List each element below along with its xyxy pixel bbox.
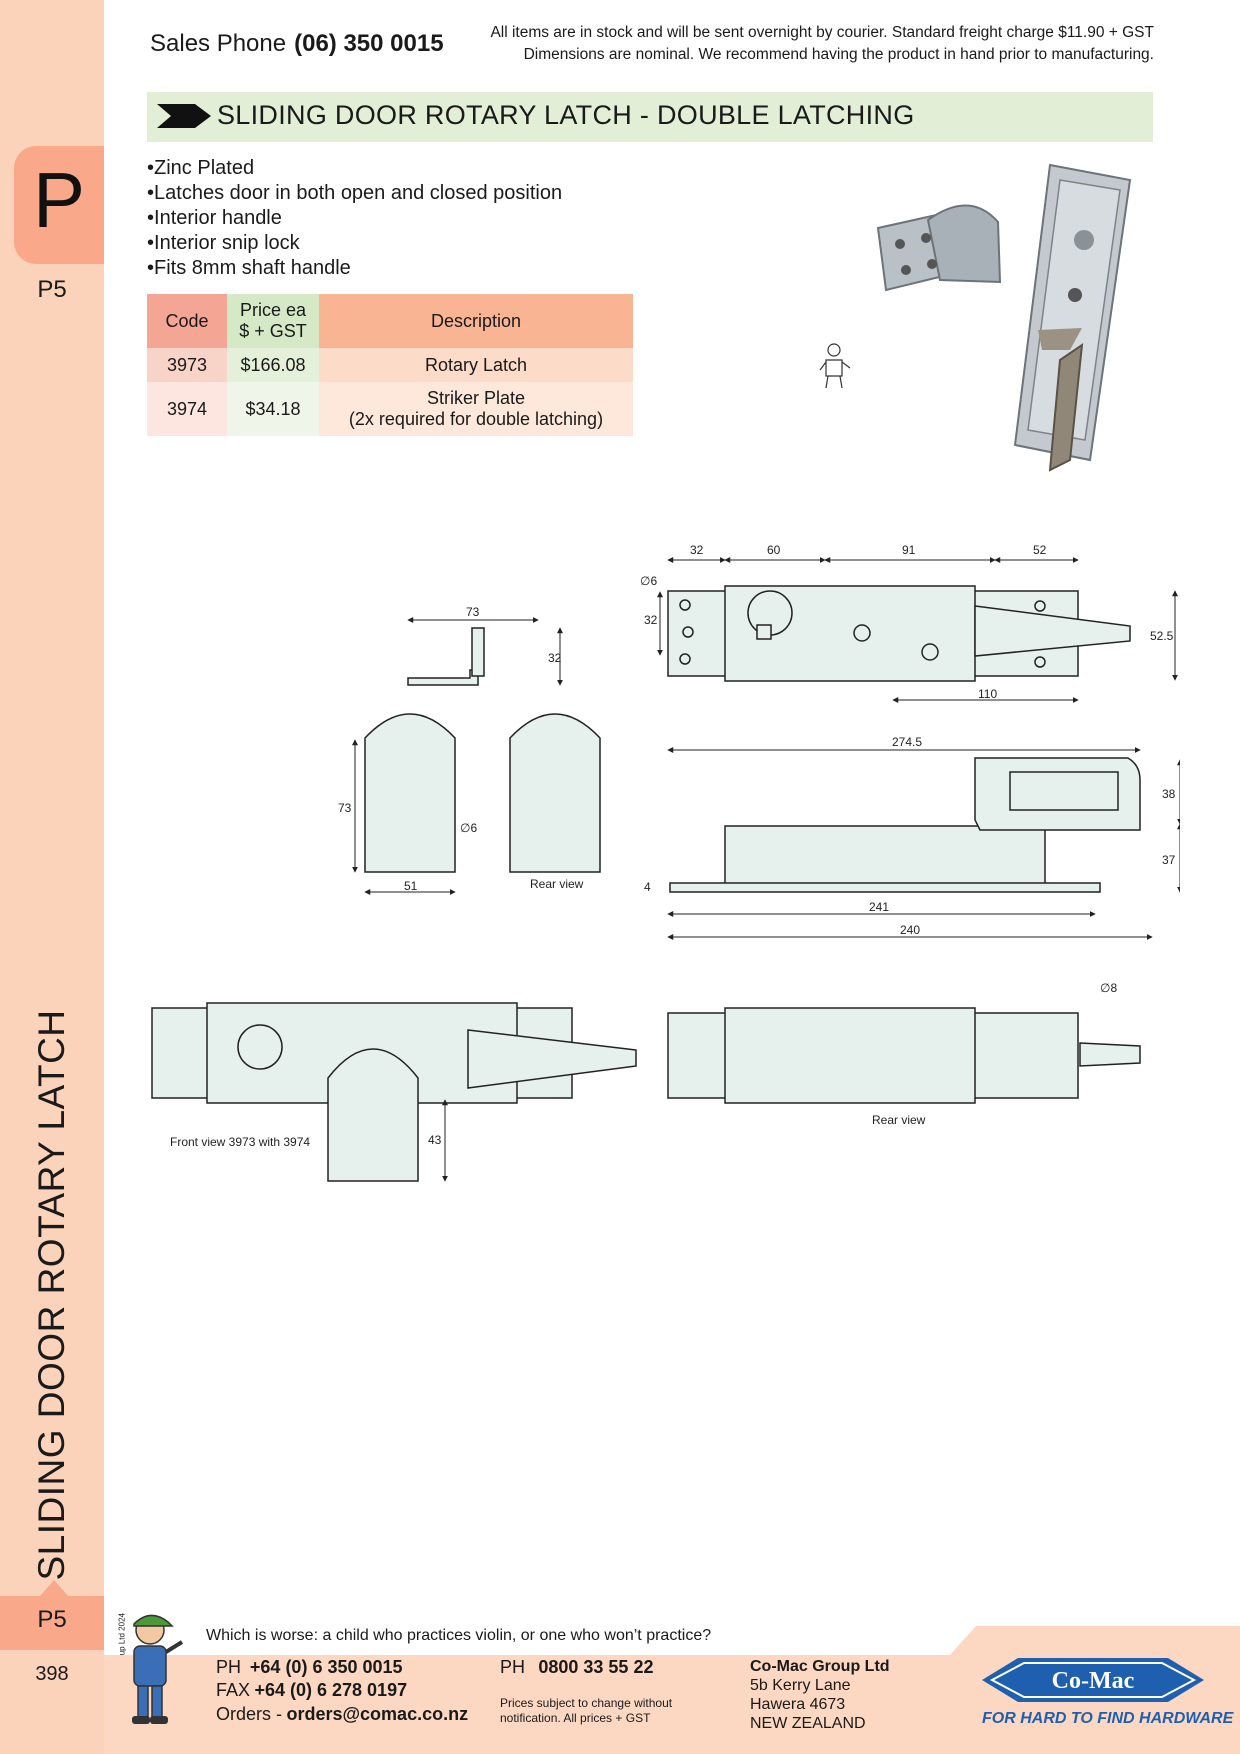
dim-label: 43: [428, 1133, 442, 1147]
dim-label: 51: [404, 879, 418, 893]
page-number: 398: [35, 1663, 69, 1685]
tab-notch: [40, 1580, 68, 1596]
cartoon-figure-icon: [819, 343, 851, 389]
side-bar: [0, 0, 104, 1754]
feature-item: Interior handle: [147, 206, 562, 231]
freephone-label: PH: [500, 1657, 526, 1677]
dimension-lines: [352, 557, 1180, 1182]
dim-label: 38: [1162, 787, 1176, 801]
feature-item: Interior snip lock: [147, 231, 562, 256]
orders-email: Orders - orders@comac.co.nz: [216, 1704, 468, 1725]
drawing-parts: [151, 585, 1141, 1182]
dim-label: 60: [767, 543, 781, 557]
section-tab[interactable]: [14, 146, 104, 264]
section-code: P5: [37, 276, 67, 303]
notice-line-2: Dimensions are nominal. We recommend hav…: [523, 46, 1154, 63]
arrow-icon: [157, 104, 211, 128]
notice-line-1: All items are in stock and will be sent …: [490, 24, 1154, 41]
feature-item: Latches door in both open and closed pos…: [147, 181, 562, 206]
rotary-latch-photo: [1013, 163, 1132, 472]
sales-phone: Sales Phone (06) 350 0015: [150, 30, 444, 58]
tagline: FOR HARD TO FIND HARDWARE: [982, 1710, 1234, 1727]
address-line: NEW ZEALAND: [750, 1715, 866, 1732]
feature-list: Zinc Plated Latches door in both open an…: [147, 156, 562, 281]
stock-notice: All items are in stock and will be sent …: [434, 22, 1154, 66]
mascot-icon: [132, 1614, 184, 1724]
table-row[interactable]: 3973 $166.08 Rotary Latch: [147, 348, 633, 382]
cell-price: $166.08: [227, 348, 319, 382]
dimension-labels: 32 60 91 52 ∅6 32 52.5 110 73 32 274.5 3…: [170, 543, 1176, 1149]
view-label: Rear view: [530, 877, 584, 891]
comac-logo[interactable]: Co-Mac: [978, 1650, 1208, 1710]
dim-label: ∅6: [640, 574, 657, 588]
table-row[interactable]: 3974 $34.18 Striker Plate(2x required fo…: [147, 382, 633, 436]
sales-phone-label: Sales Phone: [150, 30, 287, 57]
dim-label: 4: [644, 880, 651, 894]
dim-label: 52: [1033, 543, 1047, 557]
cell-price: $34.18: [227, 382, 319, 436]
dim-label: 240: [900, 923, 920, 937]
orders-label: Orders -: [216, 1704, 283, 1724]
freephone: PH 0800 33 55 22: [500, 1657, 653, 1678]
technical-drawings: 32 60 91 52 ∅6 32 52.5 110 73 32 274.5 3…: [151, 543, 1180, 1182]
joke-text: Which is worse: a child who practices vi…: [206, 1627, 712, 1644]
vertical-title-text: SLIDING DOOR ROTARY LATCH: [31, 1009, 72, 1581]
bottom-section-tab[interactable]: [0, 1596, 104, 1650]
dim-label: 52.5: [1150, 629, 1174, 643]
dim-label: ∅8: [1100, 981, 1117, 995]
view-label: Rear view: [872, 1113, 926, 1127]
header-code: Code: [147, 294, 227, 348]
dim-label: 241: [869, 900, 889, 914]
phone-label: PH: [216, 1657, 242, 1677]
product-title: SLIDING DOOR ROTARY LATCH - DOUBLE LATCH…: [217, 100, 915, 130]
dim-label: 274.5: [892, 735, 922, 749]
price-table: Code Price ea$ + GST Description 3973 $1…: [147, 294, 633, 436]
table-header-row: Code Price ea$ + GST Description: [147, 294, 633, 348]
header-price: Price ea$ + GST: [227, 294, 319, 348]
dim-label: 32: [548, 651, 562, 665]
fax: FAX +64 (0) 6 278 0197: [216, 1680, 407, 1701]
cell-description-line-1: Striker Plate: [426, 388, 526, 408]
address-line: Hawera 4673: [750, 1696, 846, 1713]
company-name: Co-Mac Group Ltd: [750, 1658, 890, 1675]
dim-label: 37: [1162, 853, 1176, 867]
title-bar: [147, 92, 1153, 142]
freephone-number[interactable]: 0800 33 55 22: [538, 1657, 654, 1677]
dim-label: 91: [902, 543, 916, 557]
company-address: Co-Mac Group Ltd 5b Kerry Lane Hawera 46…: [750, 1657, 890, 1733]
sales-phone-number[interactable]: (06) 350 0015: [294, 30, 444, 57]
dim-label: 32: [690, 543, 704, 557]
logo-text: Co-Mac: [1052, 1668, 1135, 1694]
dim-label: 110: [978, 687, 997, 701]
cell-description: Rotary Latch: [319, 348, 633, 382]
fax-label: FAX: [216, 1680, 251, 1700]
cell-code: 3974: [147, 382, 227, 436]
orders-email-link[interactable]: orders@comac.co.nz: [286, 1704, 469, 1724]
cell-code: 3973: [147, 348, 227, 382]
dim-label: 32: [644, 613, 658, 627]
cell-description-line-2: (2x required for double latching): [348, 409, 604, 429]
dim-label: ∅6: [460, 821, 477, 835]
feature-item: Fits 8mm shaft handle: [147, 256, 562, 281]
price-notice: Prices subject to change without notific…: [500, 1696, 673, 1725]
phone-number[interactable]: +64 (0) 6 350 0015: [249, 1657, 403, 1677]
header-description: Description: [319, 294, 633, 348]
phone: PH +64 (0) 6 350 0015: [216, 1657, 403, 1678]
striker-plate-photo: [876, 204, 1002, 292]
bottom-section-code: P5: [37, 1606, 67, 1633]
view-label: Front view 3973 with 3974: [170, 1135, 310, 1149]
vertical-title: SLIDING DOOR ROTARY LATCH: [0, 1009, 104, 1580]
dim-label: 73: [338, 801, 352, 815]
product-photo: [876, 163, 1132, 472]
address-line: 5b Kerry Lane: [750, 1677, 851, 1694]
cell-description: Striker Plate(2x required for double lat…: [319, 382, 633, 436]
header-price-line-2: $ + GST: [239, 321, 307, 341]
feature-item: Zinc Plated: [147, 156, 562, 181]
header-price-line-1: Price ea: [239, 300, 307, 320]
section-letter: P: [32, 156, 86, 244]
dim-label: 73: [466, 605, 480, 619]
fax-number: +64 (0) 6 278 0197: [254, 1680, 408, 1700]
